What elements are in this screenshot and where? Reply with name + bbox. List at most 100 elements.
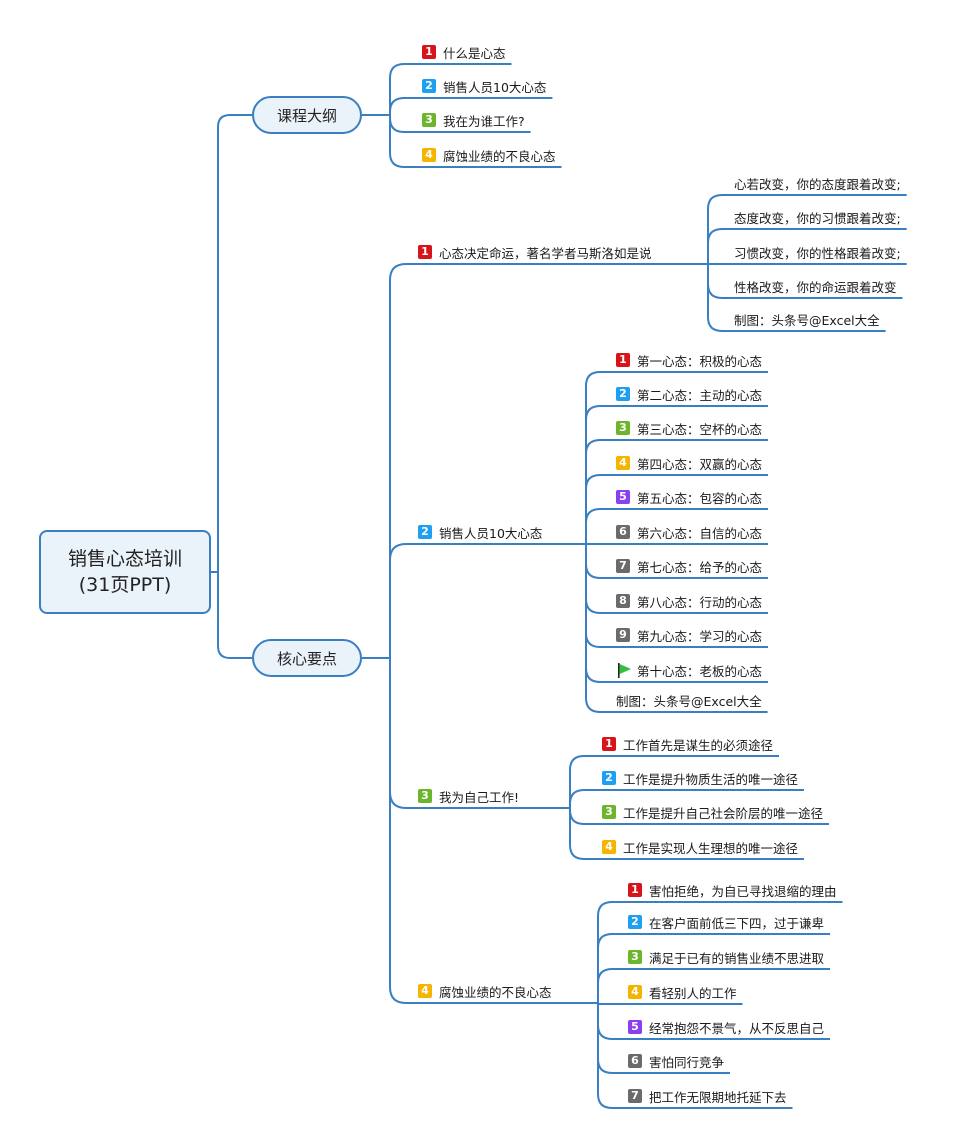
node-text: 性格改变，你的命运跟着改变: [734, 279, 897, 295]
mindset-item-11[interactable]: 制图：头条号@Excel大全: [616, 689, 762, 711]
connector-line: [707, 194, 907, 264]
node-text: 销售人员10大心态: [439, 525, 543, 541]
priority-8-icon: 8: [616, 594, 630, 608]
root-subtitle: (31页PPT): [78, 574, 172, 596]
maslow-quote-3[interactable]: 习惯改变，你的性格跟着改变;: [734, 241, 901, 263]
mindset-item-2[interactable]: 2 第二心态：主动的心态: [616, 383, 762, 405]
node-text: 第八心态：行动的心态: [637, 594, 763, 610]
key-point-3[interactable]: 3 我为自己工作!: [418, 785, 519, 807]
node-text: 看轻别人的工作: [649, 985, 737, 1001]
mindset-item-10[interactable]: 第十心态：老板的心态: [616, 659, 762, 681]
connector-line: [389, 543, 586, 658]
priority-2-icon: 2: [628, 915, 642, 929]
priority-7-icon: 7: [628, 1089, 642, 1103]
bad-mindset-7[interactable]: 7 把工作无限期地托延下去: [628, 1085, 787, 1107]
outline-item-4[interactable]: 4 腐蚀业绩的不良心态: [422, 144, 556, 166]
priority-1-icon: 1: [616, 353, 630, 367]
priority-6-icon: 6: [616, 525, 630, 539]
connector-line: [597, 933, 831, 1003]
mindset-item-1[interactable]: 1 第一心态：积极的心态: [616, 349, 762, 371]
node-text: 第七心态：给予的心态: [637, 559, 763, 575]
node-text: 害怕同行竞争: [649, 1054, 725, 1070]
node-text: 销售人员10大心态: [443, 79, 547, 95]
bad-mindset-2[interactable]: 2 在客户面前低三下四，过于谦卑: [628, 911, 824, 933]
connector-line: [585, 508, 769, 544]
node-text: 工作是提升物质生活的唯一途径: [623, 771, 799, 787]
mindset-item-8[interactable]: 8 第八心态：行动的心态: [616, 590, 762, 612]
priority-4-icon: 4: [616, 456, 630, 470]
priority-1-icon: 1: [628, 883, 642, 897]
work-reason-1[interactable]: 1 工作首先是谋生的必须途径: [602, 733, 773, 755]
root-topic[interactable]: 销售心态培训 (31页PPT): [39, 530, 211, 614]
connector-line: [389, 63, 512, 115]
priority-5-icon: 5: [628, 1020, 642, 1034]
priority-2-icon: 2: [422, 79, 436, 93]
node-text: 我为自己工作!: [439, 789, 520, 805]
outline-item-2[interactable]: 2 销售人员10大心态: [422, 75, 546, 97]
node-text: 工作首先是谋生的必须途径: [623, 737, 774, 753]
node-text: 第二心态：主动的心态: [637, 387, 763, 403]
maslow-quote-2[interactable]: 态度改变，你的习惯跟着改变;: [734, 206, 901, 228]
connector-line: [389, 263, 708, 658]
maslow-quote-4[interactable]: 性格改变，你的命运跟着改变: [734, 275, 897, 297]
maslow-quote-1[interactable]: 心若改变，你的态度跟着改变;: [734, 172, 901, 194]
node-text: 习惯改变，你的性格跟着改变;: [734, 245, 901, 261]
node-text: 在客户面前低三下四，过于谦卑: [649, 915, 825, 931]
node-text: 腐蚀业绩的不良心态: [439, 984, 552, 1000]
priority-4-icon: 4: [422, 148, 436, 162]
connector-line: [389, 658, 598, 1004]
mindset-item-4[interactable]: 4 第四心态：双赢的心态: [616, 452, 762, 474]
connector-line: [585, 405, 769, 544]
node-text: 满足于已有的销售业绩不思进取: [649, 950, 825, 966]
priority-6-icon: 6: [628, 1054, 642, 1068]
priority-3-icon: 3: [418, 789, 432, 803]
bad-mindset-4[interactable]: 4 看轻别人的工作: [628, 981, 737, 1003]
node-text: 第六心态：自信的心态: [637, 525, 763, 541]
priority-3-icon: 3: [602, 805, 616, 819]
connector-line: [707, 264, 886, 332]
maslow-quote-5[interactable]: 制图：头条号@Excel大全: [734, 308, 880, 330]
node-text: 心若改变，你的态度跟着改变;: [734, 176, 901, 192]
node-text: 把工作无限期地托延下去: [649, 1089, 787, 1105]
priority-2-icon: 2: [602, 771, 616, 785]
priority-3-icon: 3: [422, 113, 436, 127]
work-reason-2[interactable]: 2 工作是提升物质生活的唯一途径: [602, 767, 798, 789]
priority-5-icon: 5: [616, 490, 630, 504]
connector-line: [217, 560, 252, 659]
priority-1-icon: 1: [602, 737, 616, 751]
branch-key-points[interactable]: 核心要点: [252, 639, 362, 677]
branch-label: 课程大纲: [276, 106, 337, 125]
connector-line: [585, 544, 768, 713]
branch-course-outline[interactable]: 课程大纲: [252, 96, 362, 134]
priority-4-icon: 4: [628, 985, 642, 999]
key-point-4[interactable]: 4 腐蚀业绩的不良心态: [418, 980, 552, 1002]
node-text: 第一心态：积极的心态: [637, 353, 763, 369]
connector-line: [569, 789, 805, 808]
priority-2-icon: 2: [616, 387, 630, 401]
priority-4-icon: 4: [418, 984, 432, 998]
priority-4-icon: 4: [602, 840, 616, 854]
connector-line: [389, 97, 553, 115]
mindset-item-6[interactable]: 6 第六心态：自信的心态: [616, 521, 762, 543]
node-text: 第九心态：学习的心态: [637, 628, 763, 644]
node-text: 制图：头条号@Excel大全: [616, 693, 762, 709]
connector-line: [585, 371, 769, 544]
node-text: 什么是心态: [443, 45, 506, 61]
node-text: 第四心态：双赢的心态: [637, 456, 763, 472]
bad-mindset-6[interactable]: 6 害怕同行竞争: [628, 1050, 724, 1072]
node-text: 腐蚀业绩的不良心态: [443, 148, 556, 164]
